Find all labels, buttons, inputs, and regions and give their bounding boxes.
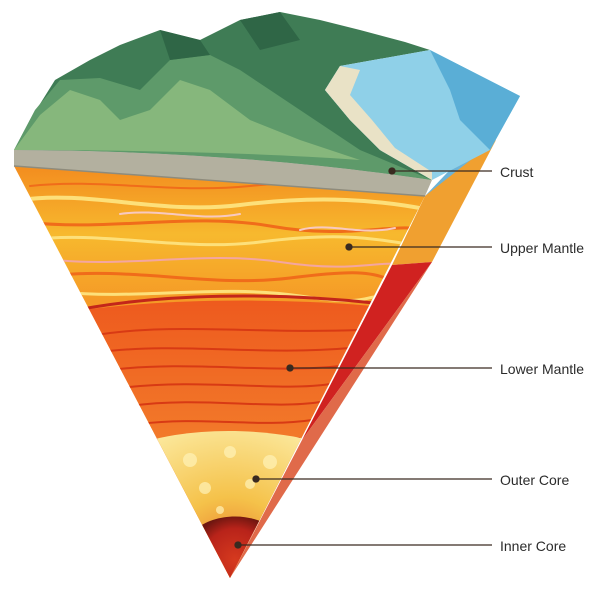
ocean <box>325 50 520 180</box>
upper-mantle-leader-dot <box>345 243 353 251</box>
inner-core-leader-dot <box>234 541 242 549</box>
outer-core-leader-dot <box>252 475 260 483</box>
outer-core-label: Outer Core <box>500 472 570 488</box>
outer-core-texture <box>183 446 277 514</box>
crust-leader-dot <box>388 167 396 175</box>
lower-mantle-label: Lower Mantle <box>500 361 585 377</box>
crust-layer <box>14 150 432 196</box>
inner-core-label: Inner Core <box>500 538 567 554</box>
upper-mantle-label: Upper Mantle <box>500 240 585 256</box>
crust-label: Crust <box>500 164 534 180</box>
leader-lines <box>234 167 492 549</box>
lower-mantle-leader-dot <box>286 364 294 372</box>
inner-core-layer <box>195 516 275 578</box>
mountains <box>14 12 432 180</box>
